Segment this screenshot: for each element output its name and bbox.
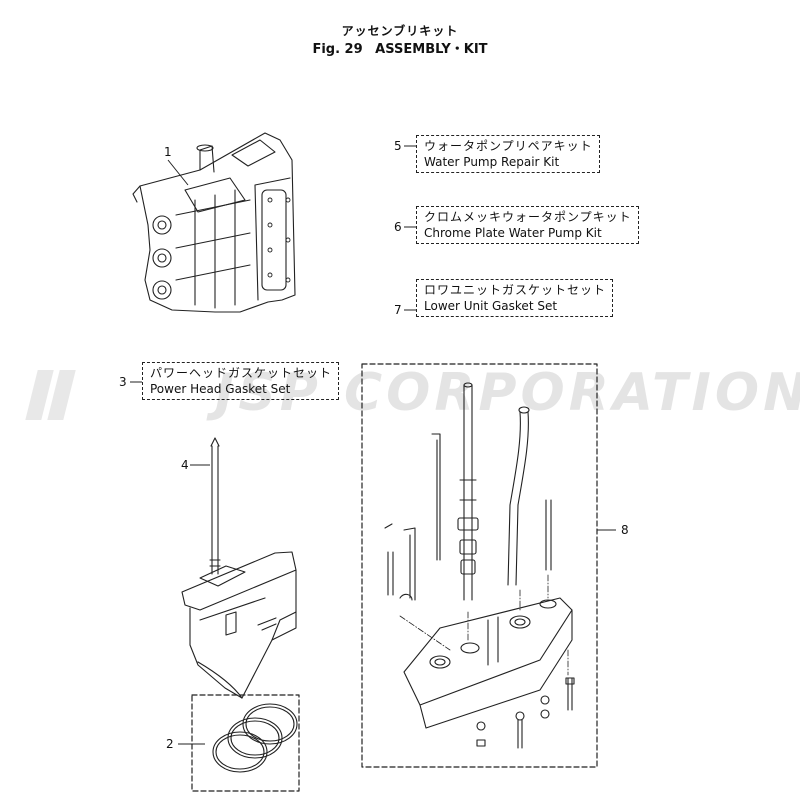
callout-2: 2 [166, 737, 174, 751]
lower-unit-kit-illustration [361, 363, 598, 768]
callout-5: 5 [394, 139, 402, 153]
kit-label-lower-unit-gasket-set: ロワユニットガスケットセット Lower Unit Gasket Set [416, 279, 614, 317]
figure-number: Fig. 29 [312, 42, 363, 57]
callout-1: 1 [164, 145, 172, 159]
figure-title-english: ASSEMBLY・KIT [375, 42, 488, 57]
kit-name-japanese: ロワユニットガスケットセット [424, 283, 607, 297]
kit-name-japanese: クロムメッキウォータポンプキット [424, 210, 632, 224]
power-head-illustration [132, 132, 296, 313]
figure-title-japanese: アッセンブリキット [341, 24, 459, 38]
kit-name-japanese: ウォータポンプリペアキット [424, 139, 593, 153]
kit-label-water-pump-repair-kit: ウォータポンプリペアキット Water Pump Repair Kit [416, 135, 600, 173]
kit-label-chrome-plate-water-pump-kit: クロムメッキウォータポンプキット Chrome Plate Water Pump… [416, 206, 639, 244]
callout-6: 6 [394, 220, 402, 234]
callout-7: 7 [394, 303, 402, 317]
kit-name-japanese: パワーヘッドガスケットセット [150, 366, 333, 380]
kit-label-power-head-gasket-set: パワーヘッドガスケットセット Power Head Gasket Set [142, 362, 340, 400]
callout-8: 8 [621, 523, 629, 537]
callout-3: 3 [119, 375, 127, 389]
kit-name-english: Water Pump Repair Kit [424, 155, 560, 169]
figure-title: Fig. 29 ASSEMBLY・KIT [0, 38, 800, 57]
kit-name-english: Chrome Plate Water Pump Kit [424, 226, 602, 240]
kit-name-english: Power Head Gasket Set [150, 382, 291, 396]
piston-rings-illustration [191, 694, 300, 792]
callout-4: 4 [181, 458, 189, 472]
lower-unit-illustration [181, 437, 297, 699]
kit-name-english: Lower Unit Gasket Set [424, 299, 558, 313]
